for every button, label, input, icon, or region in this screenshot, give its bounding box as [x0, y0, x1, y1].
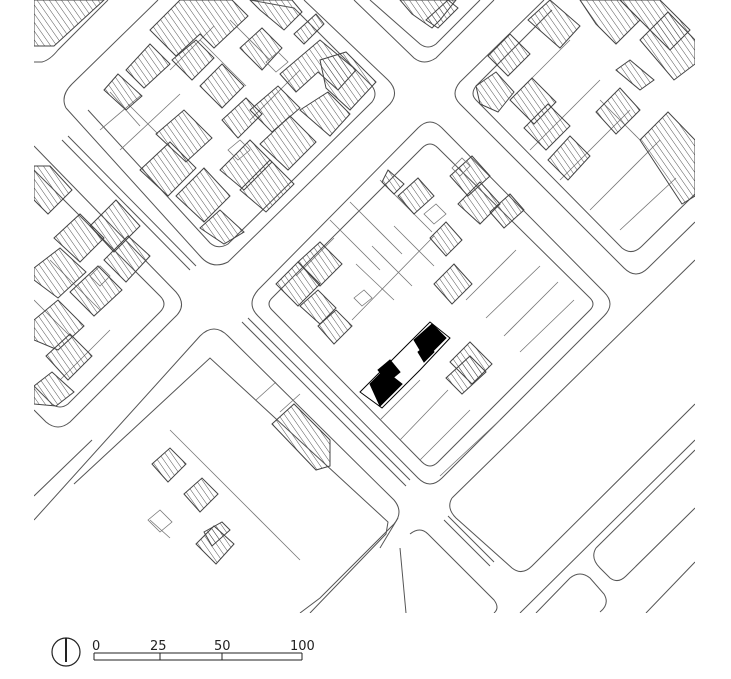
map-content: [34, 0, 695, 613]
minor-structures: [89, 51, 471, 533]
scale-label-50: 50: [214, 639, 231, 654]
north-arrow-icon: [51, 637, 81, 667]
project-site: [359, 321, 451, 409]
scale-bar: 0 25 50 100: [92, 639, 315, 661]
scale-label-25: 25: [150, 639, 167, 654]
existing-buildings: [34, 0, 695, 565]
scale-label-100: 100: [290, 639, 315, 654]
street-curbs: [34, 0, 695, 613]
scale-label-0: 0: [92, 639, 100, 654]
